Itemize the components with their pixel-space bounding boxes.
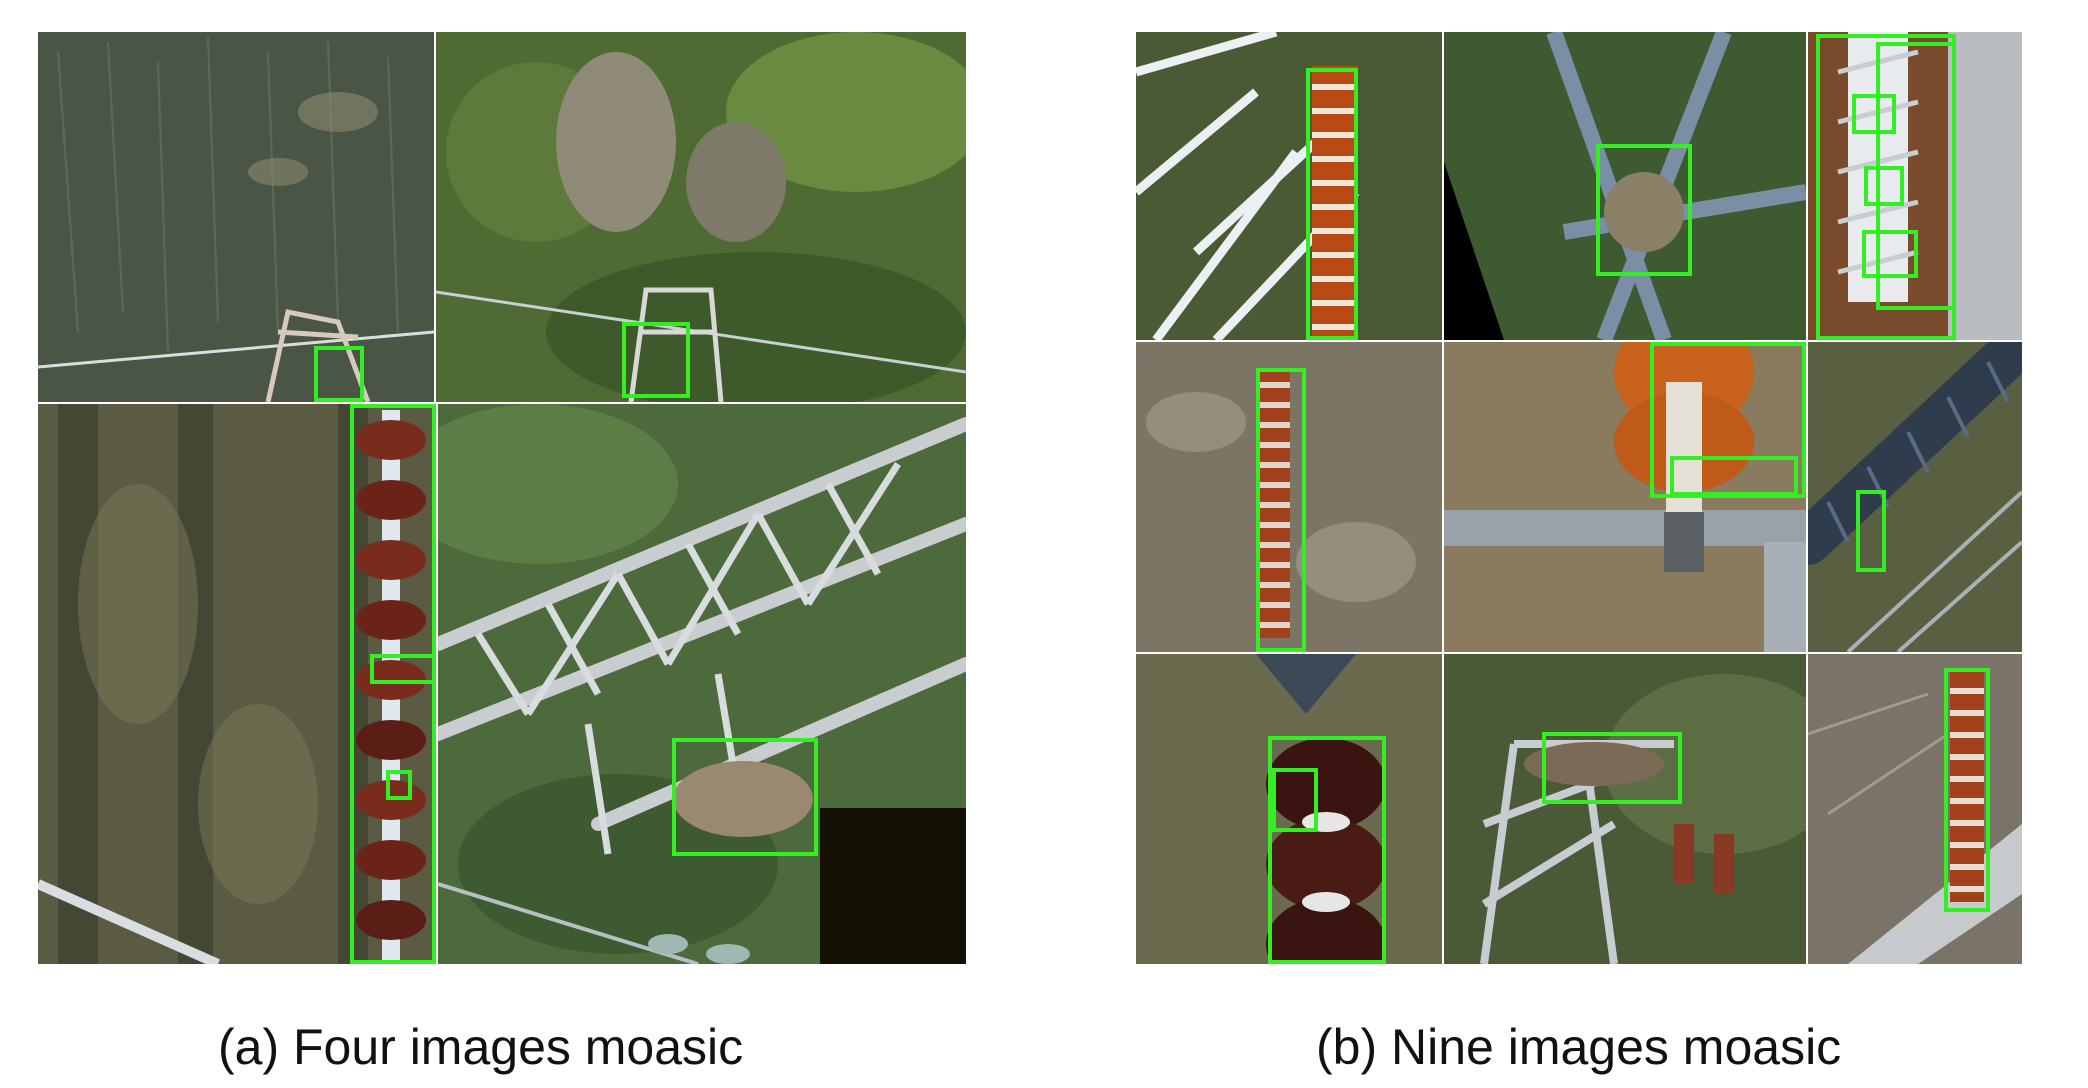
bbox-b6 xyxy=(1856,490,1886,572)
bbox-b1 xyxy=(1306,68,1358,340)
bbox-b9 xyxy=(1944,668,1990,912)
bbox-defect-2 xyxy=(386,770,412,800)
caption-b: (b) Nine images moasic xyxy=(1316,1019,1842,1075)
bbox-nest-1 xyxy=(314,346,364,402)
bbox-b4 xyxy=(1256,368,1306,652)
bbox-defect-1 xyxy=(370,654,436,684)
caption-a: (a) Four images moasic xyxy=(218,1019,744,1075)
bbox-b7 xyxy=(1268,736,1386,964)
tile-shrub-slope-art xyxy=(436,32,966,402)
bbox-nest-2 xyxy=(622,322,690,398)
bbox-b8 xyxy=(1542,732,1682,804)
insulator-string-a xyxy=(354,410,428,962)
bbox-nest-3 xyxy=(672,738,818,856)
bbox-b5 xyxy=(1650,342,1806,498)
insulator-b4 xyxy=(1260,368,1290,638)
bbox-b7-inner xyxy=(1272,768,1318,832)
bbox-b3-inner xyxy=(1876,42,1956,310)
tile-shrub-slope xyxy=(436,32,966,402)
bbox-b3-d1 xyxy=(1852,94,1896,134)
tile-steel-tower xyxy=(438,404,966,964)
tile-grey-tower xyxy=(1444,654,1806,964)
insulator-b1 xyxy=(1312,66,1358,336)
bbox-b2 xyxy=(1596,144,1692,276)
tile-steel-tower-art xyxy=(438,404,966,964)
panel-b-mosaic xyxy=(1136,32,2022,964)
tile-orange-clamp xyxy=(1444,342,1806,652)
tile-dark-insulator xyxy=(1136,654,1442,964)
bbox-insulator-string xyxy=(350,404,436,964)
panel-a-mosaic xyxy=(38,32,966,964)
tile-white-tower xyxy=(1136,32,1442,340)
bbox-b3-d2 xyxy=(1864,166,1904,206)
bbox-b5-inner xyxy=(1670,456,1798,496)
tile-blue-steel xyxy=(1444,32,1806,340)
bbox-b3-d3 xyxy=(1862,230,1918,278)
tile-blue-polymer xyxy=(1808,342,2022,652)
tile-grass-aerial-art xyxy=(38,32,434,402)
tile-grass-aerial xyxy=(38,32,434,402)
insulator-b9 xyxy=(1950,672,1984,902)
